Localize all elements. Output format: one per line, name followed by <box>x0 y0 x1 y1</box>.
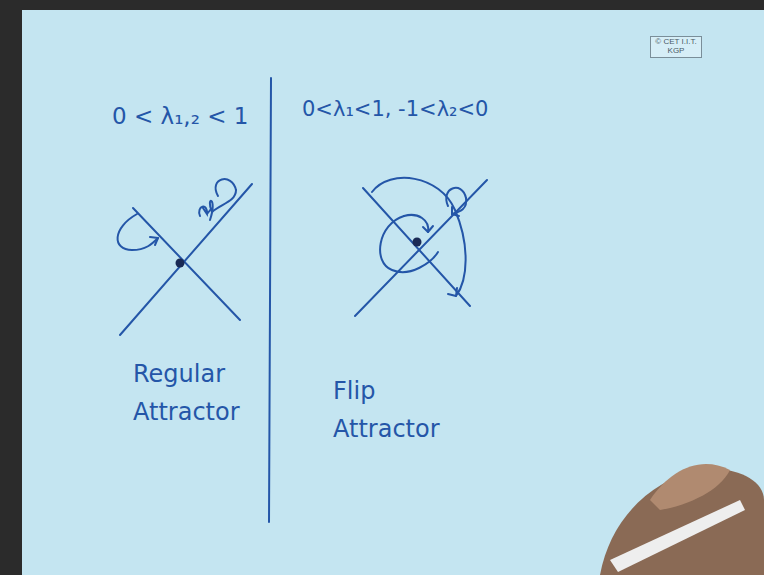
presenter-hand <box>600 464 764 575</box>
eigen-line <box>120 184 252 335</box>
eigenvalue-condition: 0 < λ₁,₂ < 1 <box>112 98 262 135</box>
divider-line <box>269 78 271 522</box>
iterate-arc <box>446 188 466 206</box>
fixed-point <box>413 238 422 247</box>
watermark: © CET I.I.T. KGP <box>650 36 702 58</box>
flip-arc <box>380 216 438 272</box>
iterate-arc <box>118 214 158 250</box>
flip-arc <box>372 178 466 296</box>
portrait-caption: Flip Attractor <box>333 372 458 449</box>
iterate-arc <box>216 179 236 196</box>
portrait-caption: Regular Attractor <box>133 355 258 432</box>
paper-ground <box>22 10 764 575</box>
eigenvalue-condition: 0<λ₁<1, -1<λ₂<0 <box>302 93 532 127</box>
eigen-line <box>133 208 240 320</box>
eigen-line <box>355 180 487 316</box>
fixed-point <box>176 259 185 268</box>
